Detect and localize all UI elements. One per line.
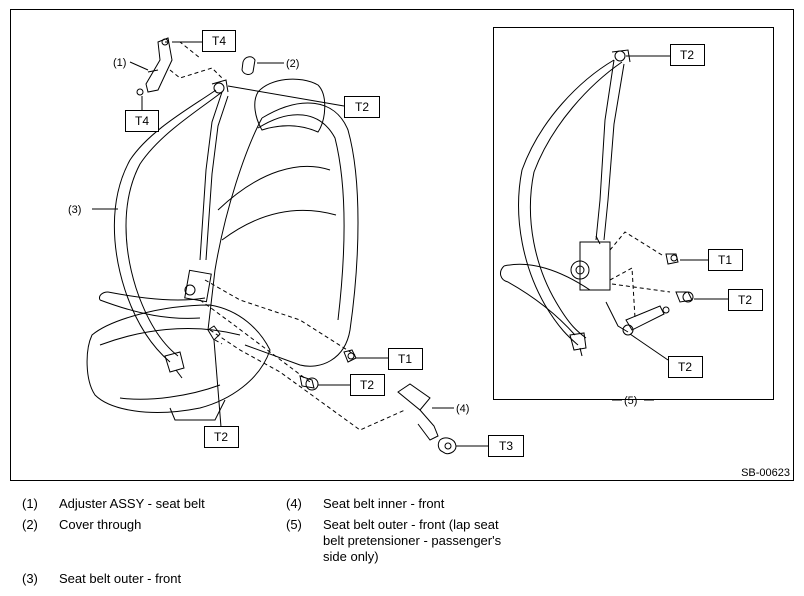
torque-label-text: T1 [718,253,732,267]
legend-text: Seat belt outer - front [59,571,182,586]
legend-item-5: (5) Seat belt outer - front (lap seat be… [286,517,526,569]
inset-frame [493,27,774,400]
torque-label-t4-top: T4 [202,30,236,52]
legend-number: (5) [286,517,302,532]
torque-label-t1-main: T1 [388,348,423,370]
torque-label-text: T2 [678,360,692,374]
legend-number: (2) [22,517,38,532]
torque-label-t2-inset-bolt: T2 [728,289,763,311]
inset-leader-lines [626,55,728,361]
torque-label-text: T1 [398,352,412,366]
torque-label-text: T2 [738,293,752,307]
figure-code: SB-00623 [741,467,790,479]
main-leader-lines [92,41,488,447]
diagram-frame [10,9,794,481]
callout-2: (2) [286,58,299,70]
torque-label-t2-upper: T2 [344,96,380,118]
torque-label-text: T2 [360,378,374,392]
torque-label-text: T2 [355,100,369,114]
torque-label-text: T2 [680,48,694,62]
inset-dashed-leaders [609,231,671,319]
callout-1: (1) [113,57,126,69]
torque-label-text: T2 [214,430,228,444]
callout-5: (5) [624,395,637,407]
legend-text: Cover through [59,517,142,532]
inset-illustration [500,49,694,357]
seat-belt-buckle [397,383,439,441]
legend-text: Seat belt inner - front [323,496,445,511]
torque-label-t1-inset: T1 [708,249,743,271]
legend-number: (4) [286,496,302,511]
main-bolts [207,325,457,455]
torque-label-t2-anchor-bolt: T2 [350,374,385,396]
legend-text: Seat belt outer - front (lap seat belt p… [323,517,502,564]
torque-label-t3-buckle: T3 [488,435,524,457]
torque-label-t4-bottom: T4 [125,110,159,132]
legend-number: (3) [22,571,38,586]
torque-label-text: T4 [212,34,226,48]
main-seat-belt [99,37,256,379]
torque-label-t2-inset-top: T2 [670,44,705,66]
torque-label-text: T4 [135,114,149,128]
callout-4: (4) [456,403,469,415]
legend-number: (1) [22,496,38,511]
torque-label-t2-seat-base: T2 [204,426,239,448]
callout-3: (3) [68,204,81,216]
torque-label-text: T3 [499,439,513,453]
legend-text: Adjuster ASSY - seat belt [59,496,205,511]
torque-label-t2-inset-pretensioner: T2 [668,356,703,378]
